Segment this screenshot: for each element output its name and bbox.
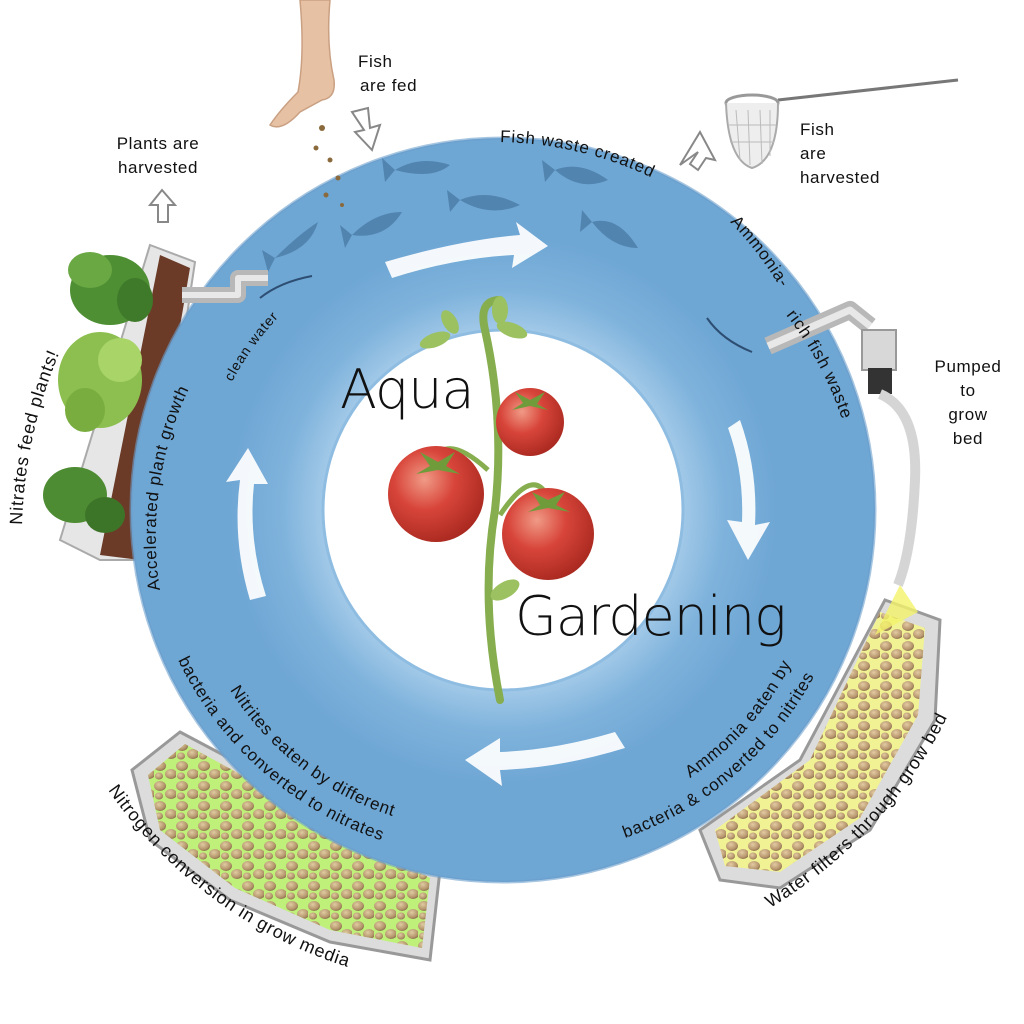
water-ring	[131, 138, 875, 882]
food-pellets-icon	[313, 125, 344, 207]
label-fish-fed: Fish are fed	[358, 50, 417, 98]
label-plants-harvested-line2: harvested	[117, 158, 199, 177]
label-fish-fed-line2: are fed	[360, 76, 418, 95]
label-fish-harvested-line1: Fish	[800, 120, 835, 139]
label-plants-harvested: Plants are harvested	[104, 132, 212, 180]
pipe-icon	[182, 270, 897, 394]
fish-net-icon	[724, 78, 959, 170]
label-fish-harvested-line2: are	[800, 144, 827, 163]
label-pumped-line3: grow	[948, 405, 988, 424]
right-grow-bed	[698, 598, 942, 890]
bottom-left-grow-bed	[130, 730, 442, 962]
title-aqua: Aqua	[340, 358, 475, 421]
up-arrow-icon	[147, 129, 717, 223]
hand-icon	[268, 0, 335, 128]
title-gardening: Gardening	[515, 585, 787, 648]
fish-icon	[262, 158, 638, 272]
label-plants-harvested-line1: Plants are	[116, 134, 200, 153]
label-fish-harvested: Fish are harvested	[800, 118, 880, 190]
clean-water-arrow-icon	[259, 275, 313, 299]
label-pumped-line2: to	[960, 381, 976, 400]
label-fish-harvested-line3: harvested	[800, 168, 881, 187]
circular-flow-arrow-icon	[226, 222, 770, 786]
label-pumped-line1: Pumped	[934, 357, 1002, 376]
waste-flow-arrow-icon	[706, 317, 753, 353]
hose-icon	[875, 389, 921, 635]
plants-icon	[43, 252, 153, 533]
label-pumped-line4: bed	[952, 429, 984, 448]
down-arrow-icon	[350, 106, 382, 152]
tomato-plant-icon	[388, 296, 594, 704]
label-fish-fed-line1: Fish	[358, 52, 393, 71]
label-pumped: Pumped to grow bed	[920, 355, 1016, 451]
